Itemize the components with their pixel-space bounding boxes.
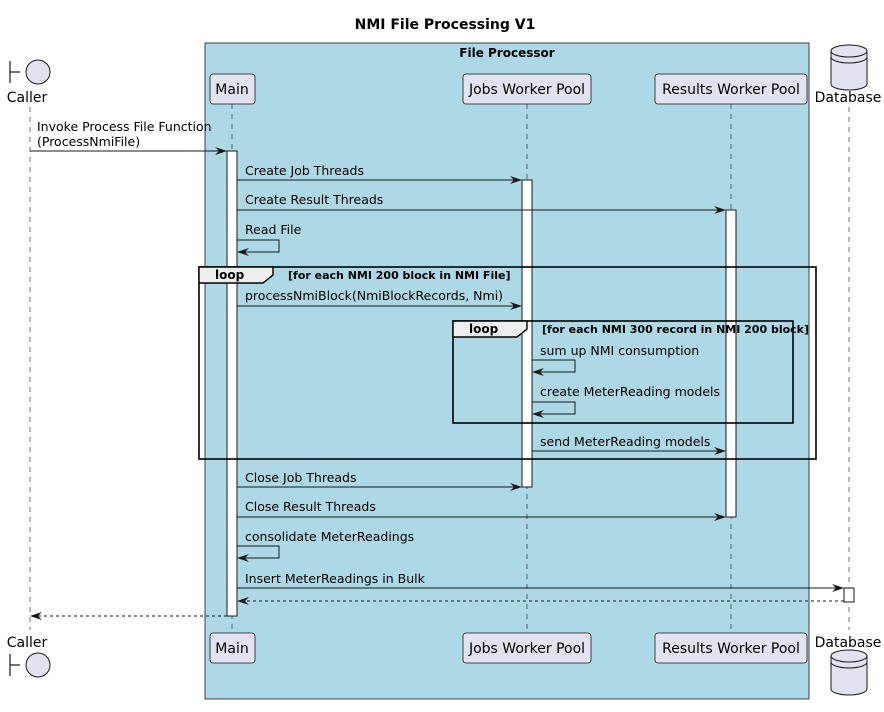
- participant-label: Database: [815, 90, 882, 106]
- participant-label: Main: [215, 641, 248, 657]
- message-label: Create Job Threads: [245, 163, 364, 178]
- participant-label: Caller: [7, 635, 48, 651]
- message-create-meterreading-models: create MeterReading models: [532, 384, 720, 418]
- loop-fragment-inner: loop [for each NMI 300 record in NMI 200…: [452, 320, 809, 424]
- participant-caller-bottom: Caller: [7, 635, 51, 678]
- participant-label: Results Worker Pool: [662, 82, 800, 98]
- database-icon: [830, 44, 868, 91]
- message-consolidate-meterreadings: consolidate MeterReadings: [237, 529, 414, 562]
- message-label: Read File: [245, 222, 302, 237]
- message-label: processNmiBlock(NmiBlockRecords, Nmi): [245, 288, 503, 303]
- return-main-to-caller: [30, 612, 227, 620]
- participant-main-bottom: Main: [209, 632, 256, 664]
- loop-fragment-outer: loop [for each NMI 200 block in NMI File…: [198, 266, 817, 460]
- message-label: Insert MeterReadings in Bulk: [245, 571, 426, 586]
- file-processor-box: File Processor: [204, 42, 810, 700]
- box-title: File Processor: [459, 46, 554, 60]
- participant-jobs-bottom: Jobs Worker Pool: [462, 632, 592, 664]
- participant-jobs-top: Jobs Worker Pool: [462, 73, 592, 105]
- message-label: create MeterReading models: [540, 384, 720, 399]
- fragment-condition: [for each NMI 300 record in NMI 200 bloc…: [542, 323, 809, 336]
- participant-results-top: Results Worker Pool: [654, 73, 808, 105]
- participant-label: Jobs Worker Pool: [468, 641, 585, 657]
- message-label: Invoke Process File Function: [37, 119, 212, 134]
- message-send-meterreading-models: send MeterReading models: [532, 434, 726, 455]
- fragment-keyword: loop: [215, 268, 245, 282]
- activation-jobs: [521, 179, 533, 488]
- message-label: consolidate MeterReadings: [245, 529, 414, 544]
- message-label: Create Result Threads: [245, 192, 383, 207]
- participant-label: Database: [815, 635, 882, 651]
- message-sum-up-consumption: sum up NMI consumption: [532, 343, 699, 376]
- message-label: send MeterReading models: [540, 434, 710, 449]
- boundary-icon: [9, 59, 51, 85]
- participant-label: Jobs Worker Pool: [468, 82, 585, 98]
- participant-main-top: Main: [209, 73, 256, 105]
- message-label: (ProcessNmiFile): [37, 134, 140, 149]
- participant-label: Results Worker Pool: [662, 641, 800, 657]
- message-process-nmi-block: processNmiBlock(NmiBlockRecords, Nmi): [237, 288, 522, 310]
- return-database-to-main: [237, 597, 844, 605]
- activations: [226, 150, 855, 617]
- message-read-file: Read File: [237, 222, 302, 256]
- participant-database-top: Database: [815, 44, 882, 106]
- fragment-keyword: loop: [469, 322, 499, 336]
- participant-results-bottom: Results Worker Pool: [654, 632, 808, 664]
- database-icon: [830, 649, 868, 696]
- message-label: Close Result Threads: [245, 499, 376, 514]
- message-label: Close Job Threads: [245, 470, 357, 485]
- message-create-job-threads: Create Job Threads: [237, 163, 522, 184]
- message-close-job-threads: Close Job Threads: [237, 470, 522, 491]
- message-invoke-process-file: Invoke Process File Function (ProcessNmi…: [30, 119, 227, 155]
- message-label: sum up NMI consumption: [540, 343, 699, 358]
- activation-results: [725, 209, 737, 518]
- message-create-result-threads: Create Result Threads: [237, 192, 726, 214]
- activation-database: [843, 587, 855, 603]
- message-close-result-threads: Close Result Threads: [237, 499, 726, 521]
- participant-database-bottom: Database: [815, 635, 882, 696]
- participant-caller-top: Caller: [7, 59, 51, 106]
- message-insert-meterreadings-bulk: Insert MeterReadings in Bulk: [237, 571, 844, 592]
- activation-main: [226, 150, 238, 617]
- participant-label: Caller: [7, 90, 48, 106]
- participant-label: Main: [215, 82, 248, 98]
- fragment-condition: [for each NMI 200 block in NMI File]: [288, 269, 510, 282]
- boundary-icon: [9, 652, 51, 678]
- diagram-title: NMI File Processing V1: [355, 17, 536, 33]
